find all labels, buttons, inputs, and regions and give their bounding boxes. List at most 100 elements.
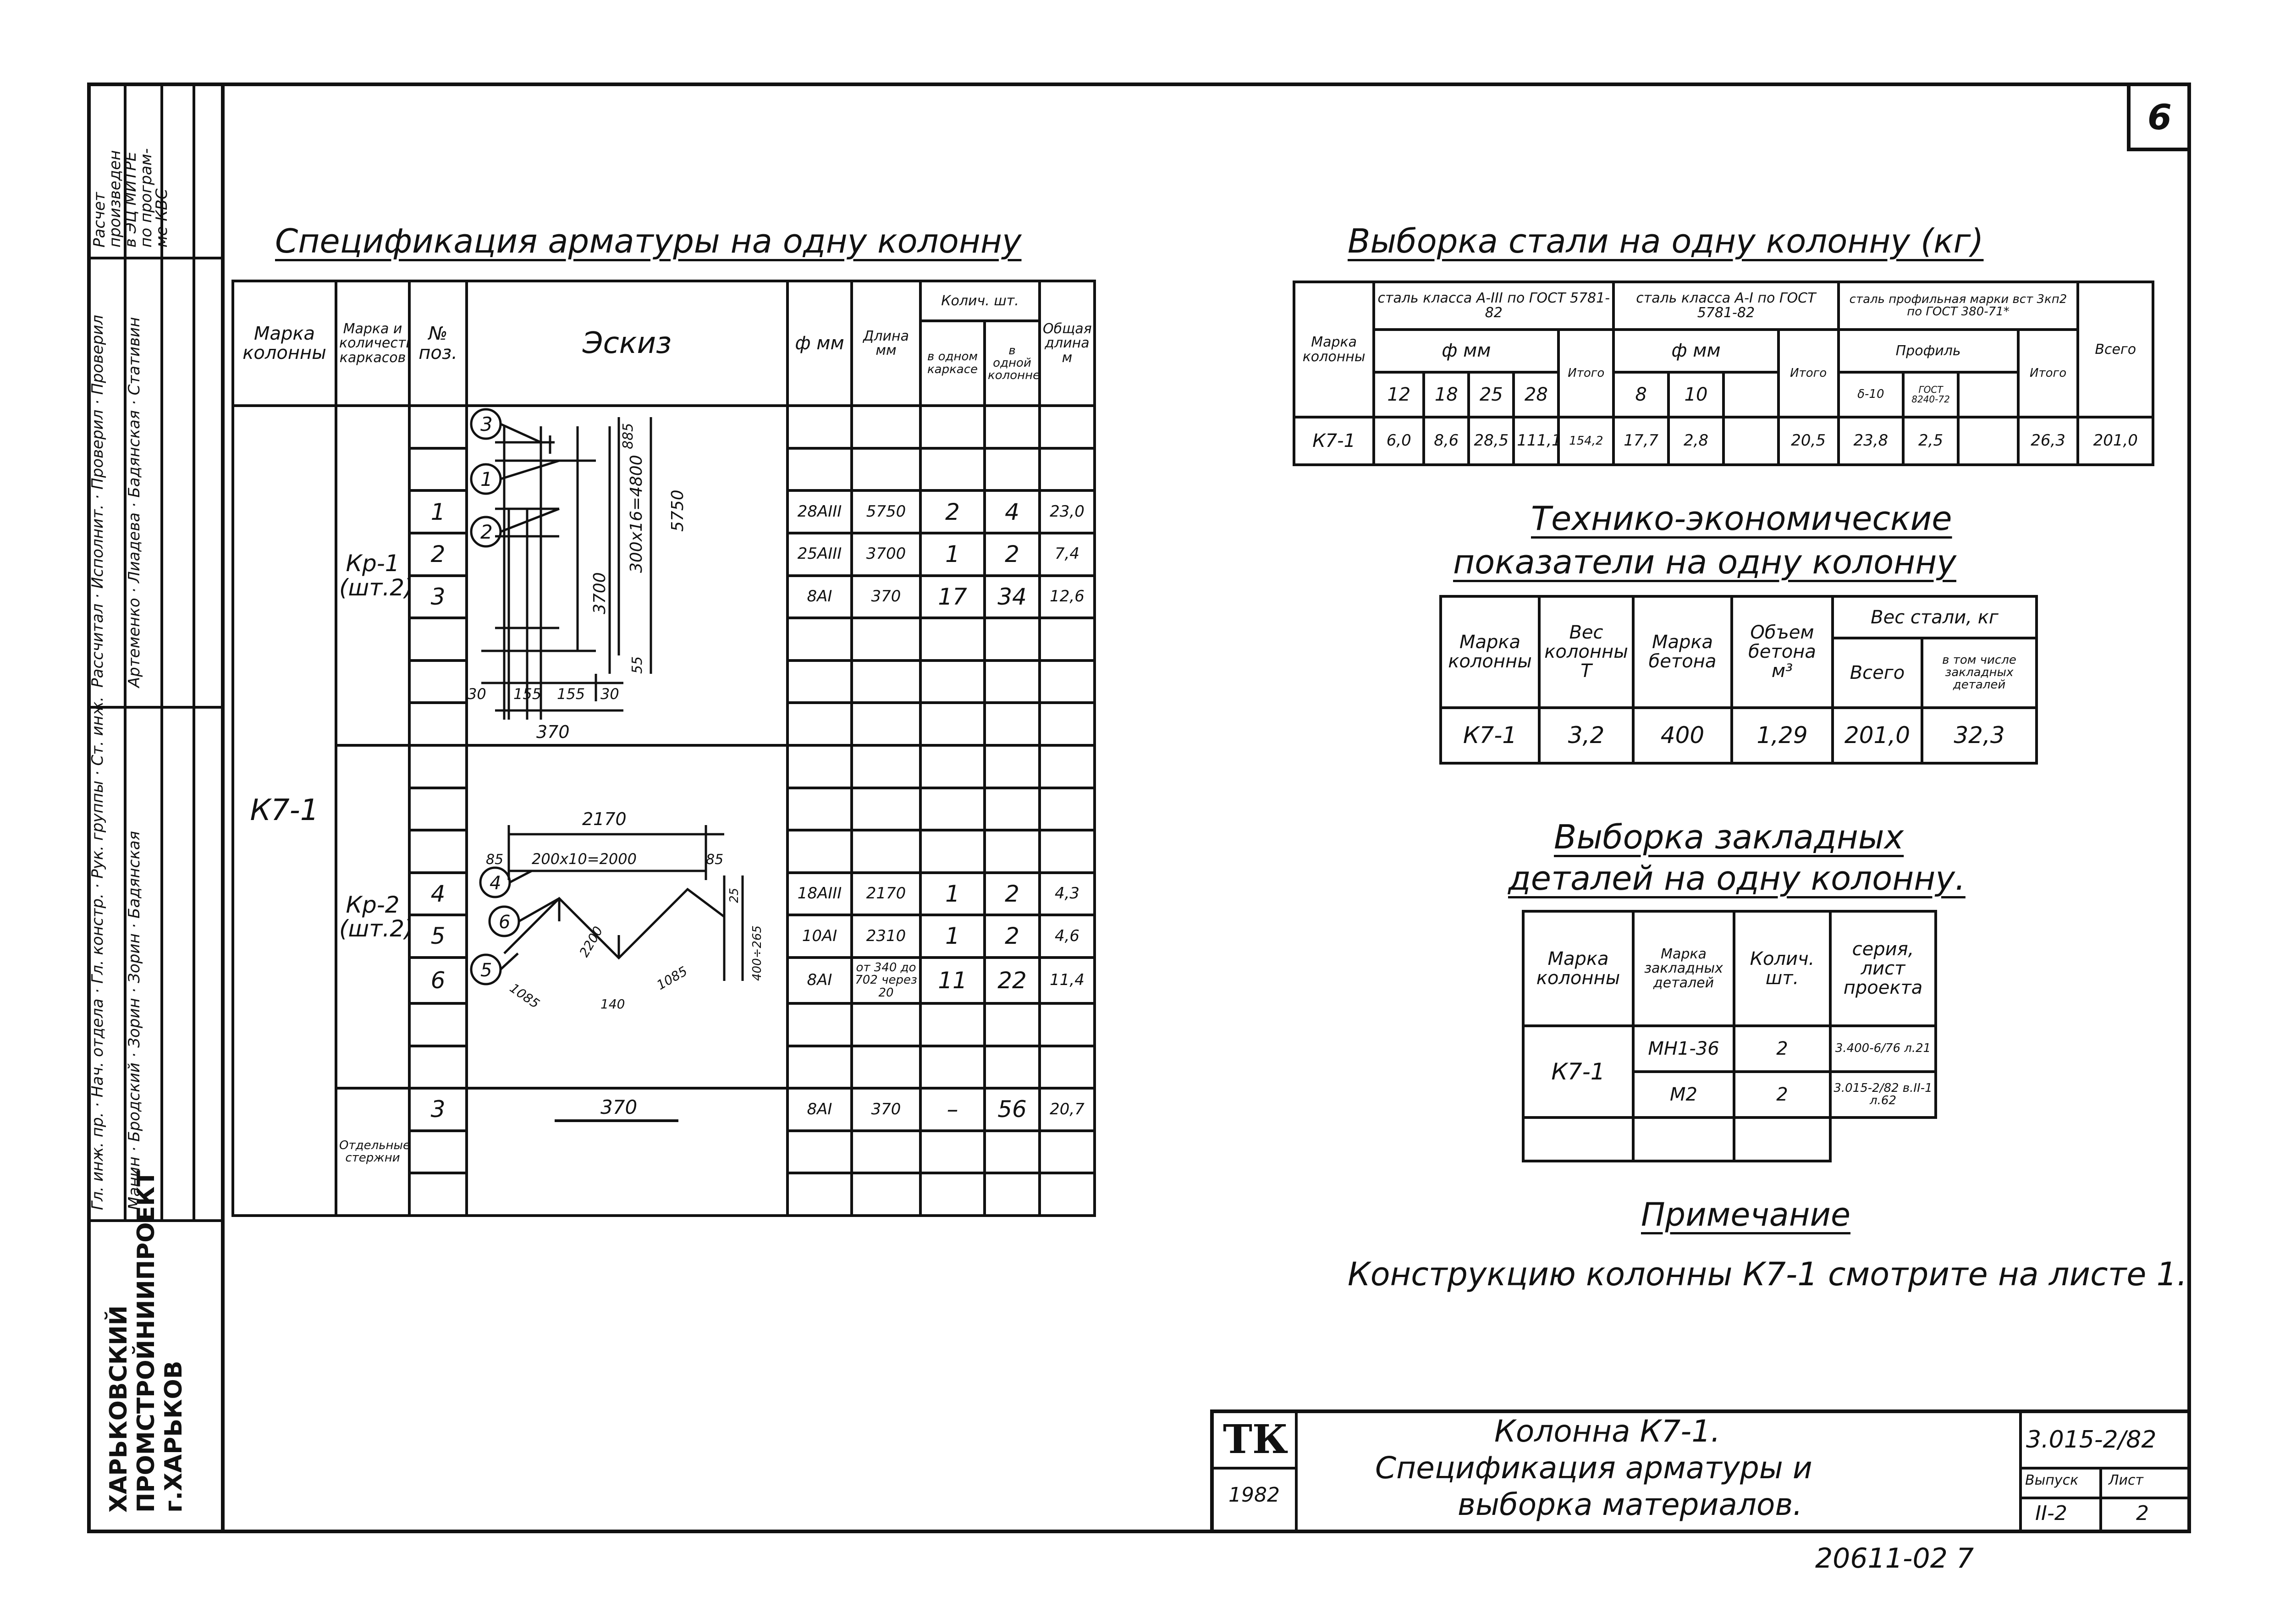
stamp-code: 3.015-2/82 bbox=[2026, 1426, 2157, 1453]
th-length: Длина мм bbox=[850, 279, 922, 407]
note-text: Конструкцию колонны К7-1 смотрите на лис… bbox=[1348, 1255, 2187, 1293]
side-roles-2: Гл. инж. пр. · Нач. отдела · Гл. констр.… bbox=[88, 696, 107, 1210]
sheet-number: 6 bbox=[2147, 97, 2172, 138]
svg-text:300x16=4800: 300x16=4800 bbox=[627, 455, 646, 573]
svg-text:6: 6 bbox=[499, 912, 510, 933]
svg-text:1085: 1085 bbox=[507, 980, 542, 1012]
stamp-title-1: Колонна К7-1. bbox=[1494, 1414, 1721, 1449]
stamp-vypusk: II-2 bbox=[2035, 1502, 2067, 1525]
steel-th-vsego: Всего bbox=[2076, 280, 2154, 419]
th-sketch: Эскиз bbox=[465, 279, 789, 407]
emb-table: Марка колонны Марка закладных деталей Ко… bbox=[1522, 910, 1937, 1162]
svg-text:885: 885 bbox=[620, 423, 636, 449]
karkas-separate: Отдельные стержни bbox=[335, 1087, 411, 1217]
table-row: 4 18АIII 2170 1 2 4,3 bbox=[233, 871, 1096, 917]
sheet-number-box bbox=[2127, 83, 2191, 151]
steel-th-profile-steel: сталь профильная марки вст 3кп2 по ГОСТ … bbox=[1837, 281, 2080, 331]
svg-text:370: 370 bbox=[600, 1096, 637, 1118]
table-row: М2 2 3.015-2/82 в.II-1 л.62 bbox=[1523, 1070, 1937, 1119]
th-pos: № поз. bbox=[408, 279, 468, 407]
tech-th-obem: Объем бетона м³ bbox=[1730, 595, 1834, 709]
th-marka-karkasov: Марка и количество каркасов bbox=[335, 279, 411, 407]
svg-text:400÷265: 400÷265 bbox=[750, 925, 764, 981]
stamp-vypusk-label: Выпуск bbox=[2025, 1472, 2079, 1488]
svg-text:140: 140 bbox=[600, 996, 625, 1012]
karkas-kr1: Кр-1(шт.2) bbox=[335, 404, 411, 747]
spec-column-mark: К7-1 bbox=[231, 404, 337, 1217]
svg-text:85: 85 bbox=[486, 852, 503, 868]
karkas-kr2: Кр-2(шт.2) bbox=[335, 743, 411, 1090]
svg-text:5750: 5750 bbox=[668, 490, 687, 532]
svg-text:3700: 3700 bbox=[590, 572, 609, 614]
archive-number: 20611-02 7 bbox=[1815, 1542, 1974, 1574]
svg-text:155: 155 bbox=[557, 685, 585, 703]
emb-th-marka: Марка колонны bbox=[1522, 910, 1635, 1027]
svg-text:155: 155 bbox=[513, 685, 541, 703]
table-row: 2 25АIII 3700 1 2 7,4 bbox=[233, 532, 1096, 577]
table-row: 6 8АI от 340 до 702 через 20 11 22 11,4 bbox=[233, 956, 1096, 1005]
tech-table: Марка колонны Вес колонны Т Марка бетона… bbox=[1439, 595, 2038, 765]
emb-title-1: Выборка закладных bbox=[1554, 818, 1904, 856]
sketch-2-drawing: 4 6 5 2170 85 200x10=2000 85 25 400÷265 … bbox=[470, 809, 764, 1012]
tech-title-2: показатели на одну колонну bbox=[1453, 543, 1956, 581]
steel-th-class-a1: сталь класса А-I по ГОСТ 5781-82 bbox=[1612, 281, 1840, 331]
svg-text:85: 85 bbox=[706, 852, 723, 868]
table-row: К7-1 3,2 400 1,29 201,0 32,3 bbox=[1439, 706, 2038, 765]
steel-title: Выборка стали на одну колонну (кг) bbox=[1348, 222, 1984, 260]
sketch-3-drawing: 370 bbox=[555, 1096, 678, 1122]
emb-th-kol: Колич. шт. bbox=[1733, 910, 1832, 1027]
svg-text:25: 25 bbox=[727, 888, 741, 903]
th-total-len: Общая длина м bbox=[1038, 279, 1096, 407]
sketch-1-drawing: 3 1 2 885 300x16=4800 5750 3700 55 30 15… bbox=[468, 408, 687, 742]
note-title: Примечание bbox=[1641, 1196, 1851, 1233]
emb-title-2: деталей на одну колонну. bbox=[1508, 859, 1966, 897]
emb-th-seriya: серия, лист проекта bbox=[1829, 910, 1937, 1027]
svg-text:370: 370 bbox=[536, 722, 570, 742]
side-names-1: Артеменко · Лиадева · Бадянская · Статив… bbox=[125, 317, 143, 688]
spec-table: Марка колонны Марка и количество каркасо… bbox=[231, 279, 1096, 1217]
stamp-logo: ТК bbox=[1223, 1416, 1288, 1463]
emb-th-marka-det: Марка закладных деталей bbox=[1632, 910, 1735, 1027]
tech-th-ves-stali: Вес стали, кг bbox=[1831, 595, 2038, 639]
svg-text:2170: 2170 bbox=[582, 809, 627, 829]
tech-th-ves: Вес колонны Т bbox=[1538, 595, 1635, 709]
stamp-list-label: Лист bbox=[2109, 1472, 2144, 1488]
table-row: К7-1 6,0 8,6 28,5 111,1 154,2 17,7 2,8 2… bbox=[1292, 416, 2154, 466]
table-row: 3 8АI 370 17 34 12,6 bbox=[233, 574, 1096, 620]
tech-th-marka: Марка колонны bbox=[1439, 595, 1541, 709]
svg-text:2: 2 bbox=[480, 521, 493, 543]
th-qty: Колич. шт. bbox=[919, 279, 1041, 323]
svg-text:200x10=2000: 200x10=2000 bbox=[532, 850, 637, 868]
tech-th-beton: Марка бетона bbox=[1632, 595, 1733, 709]
steel-th-marka: Марка колонны bbox=[1292, 280, 1376, 419]
svg-text:4: 4 bbox=[490, 873, 501, 894]
side-names-2: Манин · Бродский · Зорин · Зорин · Бадян… bbox=[125, 831, 143, 1210]
stamp-year: 1982 bbox=[1228, 1483, 1280, 1507]
table-row: 1 28АIII 5750 2 4 23,0 bbox=[233, 489, 1096, 535]
side-roles-1: Рассчитал · Исполнит. · Проверил · Прове… bbox=[88, 314, 107, 688]
th-qty-column: в одной колонне bbox=[983, 319, 1041, 407]
stamp-list: 2 bbox=[2136, 1502, 2149, 1525]
sketch-3 bbox=[465, 1087, 789, 1217]
th-marka-kolonny: Марка колонны bbox=[231, 279, 337, 407]
svg-text:30: 30 bbox=[468, 685, 486, 703]
stamp-title-2: Спецификация арматуры и bbox=[1375, 1450, 1812, 1486]
title-block bbox=[1210, 1409, 2191, 1533]
svg-text:3: 3 bbox=[480, 413, 493, 435]
svg-text:55: 55 bbox=[629, 656, 645, 674]
side-strip bbox=[87, 83, 225, 1533]
steel-th-class-a3: сталь класса А-III по ГОСТ 5781-82 bbox=[1372, 281, 1615, 331]
table-row: 5 10АI 2310 1 2 4,6 bbox=[233, 914, 1096, 959]
svg-text:1: 1 bbox=[480, 468, 493, 490]
svg-text:5: 5 bbox=[480, 960, 492, 981]
tech-title-1: Технико-экономические bbox=[1531, 499, 1952, 538]
svg-text:30: 30 bbox=[600, 685, 619, 703]
th-phi: ф мм bbox=[786, 279, 853, 407]
th-qty-frame: в одном каркасе bbox=[919, 319, 986, 407]
spec-title: Спецификация арматуры на одну колонну bbox=[275, 222, 1022, 260]
stamp-title-3: выборка материалов. bbox=[1458, 1487, 1803, 1522]
svg-text:1085: 1085 bbox=[654, 963, 690, 993]
steel-table: Марка колонны сталь класса А-III по ГОСТ… bbox=[1292, 280, 2154, 466]
